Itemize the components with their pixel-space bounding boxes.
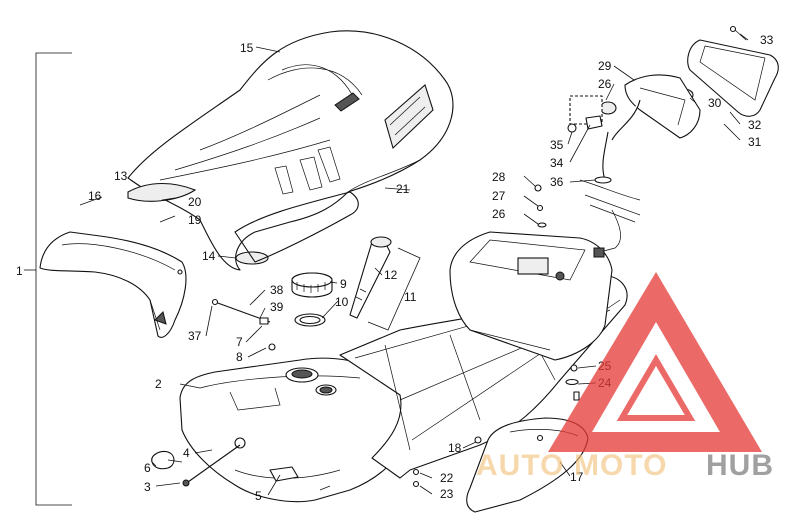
callout-27: 27 xyxy=(492,189,506,203)
callout-15: 15 xyxy=(240,41,254,55)
callout-5: 5 xyxy=(255,489,262,503)
clamp-part-6 xyxy=(151,451,183,470)
watermark-triangle-icon xyxy=(548,272,762,452)
callout-11: 11 xyxy=(404,290,417,304)
callout-labels: 1 2 3 4 5 6 7 8 9 10 11 12 13 14 15 16 1… xyxy=(16,33,774,503)
rivet-part-28 xyxy=(534,184,547,228)
callout-29: 29 xyxy=(598,59,612,73)
fuel-line-part-4 xyxy=(182,444,241,487)
callout-23: 23 xyxy=(440,487,454,501)
callout-18: 18 xyxy=(448,441,462,455)
seat-part-15 xyxy=(127,30,454,271)
callout-28: 28 xyxy=(492,170,506,184)
watermark-word-moto: MOTO xyxy=(574,449,667,482)
cap-gasket-part-10 xyxy=(294,313,326,327)
nut-part-8 xyxy=(268,343,276,351)
callout-9: 9 xyxy=(340,277,347,291)
callout-21: 21 xyxy=(396,182,410,196)
callout-39: 39 xyxy=(270,300,284,314)
gas-cap-part-9 xyxy=(291,272,333,298)
taillight-base-part-29 xyxy=(624,74,701,139)
assembly-bracket xyxy=(24,52,72,506)
callout-1: 1 xyxy=(16,264,23,278)
leader-lines xyxy=(79,33,749,496)
callout-26-gasket: 26 xyxy=(598,77,612,91)
callout-19: 19 xyxy=(188,213,202,227)
callout-35: 35 xyxy=(550,138,564,152)
callout-3: 3 xyxy=(144,480,151,494)
callout-17: 17 xyxy=(570,470,584,484)
callout-12: 12 xyxy=(384,268,398,282)
callout-32: 32 xyxy=(748,118,762,132)
fuel-tank-part-2 xyxy=(179,357,410,503)
callout-30: 30 xyxy=(708,96,722,110)
callout-34: 34 xyxy=(550,156,564,170)
callout-7: 7 xyxy=(236,335,243,349)
watermark-word-auto: AUTO xyxy=(476,449,564,482)
callout-14: 14 xyxy=(202,249,216,263)
fastener-part-24 xyxy=(565,364,580,401)
callout-4: 4 xyxy=(183,446,190,460)
callout-36: 36 xyxy=(550,175,564,189)
callout-38: 38 xyxy=(270,283,284,297)
rear-storage-box xyxy=(449,231,613,361)
seat-bracket-part-16 xyxy=(39,231,187,338)
callout-2: 2 xyxy=(155,377,162,391)
callout-16: 16 xyxy=(88,189,102,203)
sender-bracket xyxy=(367,247,421,331)
harness-part-36 xyxy=(579,99,641,258)
callout-8: 8 xyxy=(236,350,243,364)
callout-20: 20 xyxy=(188,195,202,209)
callout-31: 31 xyxy=(748,135,762,149)
taillight-housing-part-32 xyxy=(687,25,779,117)
callout-22: 22 xyxy=(440,471,454,485)
fastener-part-18 xyxy=(474,436,482,444)
callout-37: 37 xyxy=(188,329,202,343)
seat-base-part-21 xyxy=(234,191,359,263)
watermark-logo: AUTO MOTO HUB xyxy=(476,272,774,482)
callout-13: 13 xyxy=(114,169,128,183)
callout-6: 6 xyxy=(144,461,151,475)
fastener-part-22 xyxy=(412,468,420,488)
callout-26-rivet: 26 xyxy=(492,207,506,221)
seat-foam-part-13 xyxy=(127,183,197,202)
callout-33: 33 xyxy=(760,33,774,47)
watermark-word-hub: HUB xyxy=(706,449,774,482)
tank-rod-part-38 xyxy=(211,298,271,325)
fuel-sender-part-12 xyxy=(349,236,392,319)
callout-10: 10 xyxy=(335,295,349,309)
